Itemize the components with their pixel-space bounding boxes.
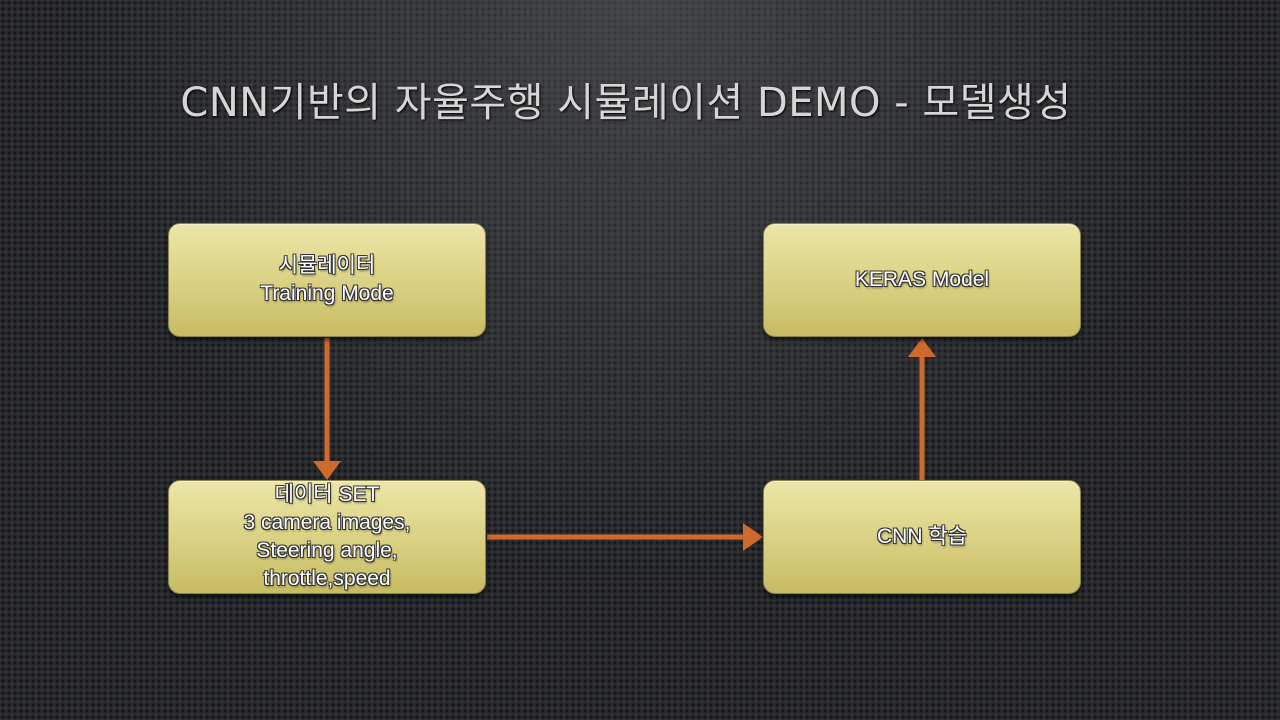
simulator-box-line2: Training Mode xyxy=(260,282,394,305)
simulator-training-mode-box: 시뮬레이터 Training Mode xyxy=(168,223,486,337)
cnn-training-box: CNN 학습 xyxy=(763,480,1081,594)
dataset-box-line2: 3 camera images, xyxy=(243,511,411,534)
dataset-box-line3: Steering angle, xyxy=(256,539,398,562)
arrow-dataset-to-cnn xyxy=(487,523,763,551)
dataset-box-line1: 데이터 SET xyxy=(274,483,380,506)
keras-model-box: KERAS Model xyxy=(763,223,1081,337)
arrow-simulator-to-dataset xyxy=(313,338,341,480)
dataset-box-line4: throttle,speed xyxy=(263,567,391,590)
arrow-cnn-to-keras xyxy=(908,338,936,480)
cnn-box-label: CNN 학습 xyxy=(877,525,967,548)
slide-title: CNN기반의 자율주행 시뮬레이션 DEMO - 모델생성 xyxy=(180,80,1072,126)
simulator-box-line1: 시뮬레이터 xyxy=(278,254,376,277)
dataset-box: 데이터 SET 3 camera images, Steering angle,… xyxy=(168,480,486,594)
keras-box-label: KERAS Model xyxy=(854,268,990,291)
